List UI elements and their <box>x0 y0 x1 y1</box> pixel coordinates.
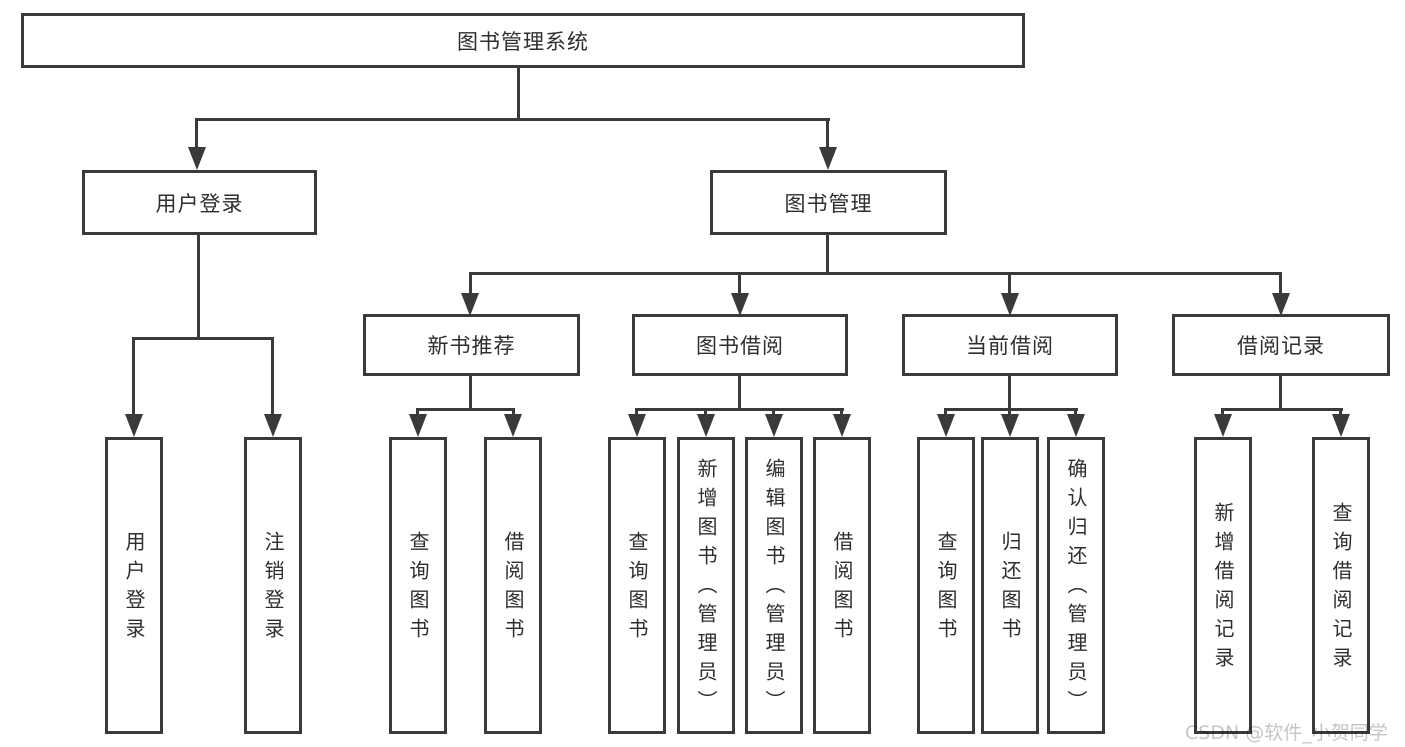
connector-line <box>196 118 830 121</box>
arrow-down-icon <box>125 414 143 437</box>
leaf-add-borrow-record: 新增借阅记录 <box>1194 437 1252 734</box>
connector-line <box>1008 272 1011 298</box>
connector-line <box>1339 408 1342 419</box>
arrow-down-icon <box>731 293 749 316</box>
connector-line <box>1008 376 1011 410</box>
connector-line <box>772 408 775 419</box>
connector-line <box>704 408 707 419</box>
connector-line <box>636 408 844 411</box>
connector-line <box>133 337 274 340</box>
connector-line <box>826 118 829 152</box>
connector-line <box>1221 408 1224 419</box>
leaf-query-borrow-record: 查询借阅记录 <box>1312 437 1370 734</box>
leaf-query-books-borrow: 查询图书 <box>608 437 666 734</box>
connector-line <box>469 272 472 298</box>
connector-line <box>1279 376 1282 410</box>
connector-line <box>1222 408 1343 411</box>
arrow-down-icon <box>504 414 522 437</box>
connector-line <box>945 408 1078 411</box>
arrow-down-icon <box>697 414 715 437</box>
arrow-down-icon <box>1001 414 1019 437</box>
arrow-down-icon <box>1214 414 1232 437</box>
arrow-down-icon <box>819 147 837 170</box>
leaf-logout-login: 注销登录 <box>244 437 302 734</box>
connector-line <box>635 408 638 419</box>
connector-line <box>840 408 843 419</box>
connector-line <box>469 376 472 410</box>
connector-line <box>512 408 515 419</box>
connector-line <box>1008 408 1011 419</box>
leaf-add-book-admin: 新增图书（管理员） <box>677 437 735 734</box>
leaf-user-login: 用户登录 <box>105 437 163 734</box>
arrow-down-icon <box>1272 293 1290 316</box>
connector-line <box>416 408 419 419</box>
connector-line <box>738 272 741 298</box>
arrow-down-icon <box>1332 414 1350 437</box>
arrow-down-icon <box>1067 414 1085 437</box>
connector-line <box>195 118 198 152</box>
node-borrow-records: 借阅记录 <box>1172 314 1390 376</box>
arrow-down-icon <box>461 293 479 316</box>
connector-line <box>944 408 947 419</box>
arrow-down-icon <box>833 414 851 437</box>
watermark: CSDN @软件_小贺同学 <box>1185 722 1388 744</box>
node-user-login: 用户登录 <box>82 170 317 235</box>
leaf-query-books-recommend: 查询图书 <box>389 437 447 734</box>
leaf-borrow-books: 借阅图书 <box>813 437 871 734</box>
connector-line <box>1074 408 1077 419</box>
leaf-borrow-books-recommend: 借阅图书 <box>484 437 542 734</box>
connector-line <box>197 235 200 339</box>
arrow-down-icon <box>937 414 955 437</box>
connector-line <box>826 235 829 274</box>
leaf-query-books-current: 查询图书 <box>917 437 975 734</box>
connector-line <box>470 272 1282 275</box>
arrow-down-icon <box>409 414 427 437</box>
node-book-management: 图书管理 <box>710 170 947 235</box>
arrow-down-icon <box>628 414 646 437</box>
node-book-borrow: 图书借阅 <box>632 314 848 376</box>
arrow-down-icon <box>765 414 783 437</box>
leaf-confirm-return-admin: 确认归还（管理员） <box>1047 437 1105 734</box>
leaf-return-books: 归还图书 <box>981 437 1039 734</box>
arrow-down-icon <box>188 147 206 170</box>
connector-line <box>517 68 520 120</box>
node-library-system: 图书管理系统 <box>21 13 1025 68</box>
connector-line <box>738 376 741 410</box>
connector-line <box>132 337 135 419</box>
connector-line <box>271 337 274 419</box>
node-new-book-recommend: 新书推荐 <box>363 314 580 376</box>
arrow-down-icon <box>264 414 282 437</box>
leaf-edit-book-admin: 编辑图书（管理员） <box>745 437 803 734</box>
connector-line <box>417 408 515 411</box>
connector-line <box>1279 272 1282 298</box>
node-current-borrow: 当前借阅 <box>902 314 1118 376</box>
arrow-down-icon <box>1001 293 1019 316</box>
